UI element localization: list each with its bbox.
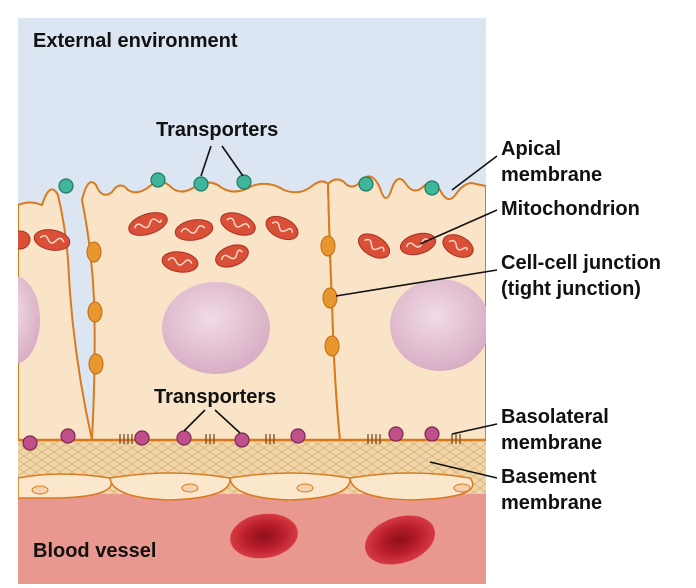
transporters-top-label: Transporters (156, 119, 279, 141)
cell-cell-junction-label-line2: (tight junction) (501, 278, 641, 300)
nucleus-right (390, 279, 486, 371)
basolateral-membrane-label-line2: membrane (501, 432, 603, 454)
tight-junctions (86, 235, 340, 375)
leader-lines (183, 145, 498, 479)
left-partial-cell (18, 188, 94, 441)
endothelial-cells (18, 472, 474, 501)
mitochondrion-label: Mitochondrion (501, 198, 640, 220)
apical-membrane-label-line2: membrane (501, 164, 603, 186)
nucleus-middle (162, 282, 270, 374)
transporters-bottom-label: Transporters (154, 386, 277, 408)
cell-cell-junction-label-line1: Cell-cell junction (501, 252, 662, 274)
nucleus-left (18, 276, 40, 364)
basement-membrane-label-line2: membrane (501, 492, 603, 514)
basolateral-membrane-label-line1: Basolateral (501, 406, 609, 428)
apical-transporters (58, 172, 440, 196)
external-environment-label: External environment (33, 30, 238, 52)
apical-membrane-label-line1: Apical (501, 138, 562, 160)
blood-vessel-label: Blood vessel (33, 540, 157, 562)
red-blood-cell-1 (230, 513, 298, 559)
red-blood-cell-2 (365, 515, 435, 565)
mitochondria (18, 212, 474, 273)
basement-membrane-label-line1: Basement (501, 466, 597, 488)
basolateral-transporters (22, 426, 440, 451)
